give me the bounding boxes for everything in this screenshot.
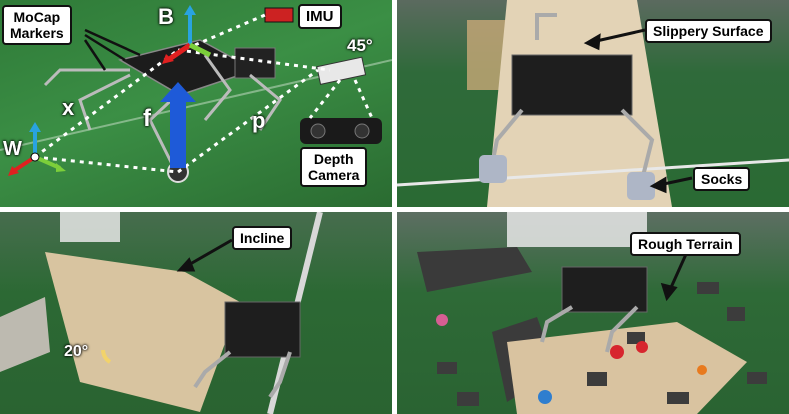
slippery-surface-label: Slippery Surface bbox=[645, 19, 772, 44]
vector-f-label: f bbox=[143, 105, 151, 132]
panel-incline: Incline 20° bbox=[0, 212, 392, 414]
frame-b-label: B bbox=[158, 4, 174, 29]
support-blocks bbox=[0, 297, 50, 372]
vector-x-label: x bbox=[62, 95, 75, 120]
incline-board bbox=[45, 252, 240, 412]
w-frame-x-axis bbox=[10, 155, 37, 174]
vector-p-label: p bbox=[252, 108, 266, 133]
depth-label-line1: Depth bbox=[313, 151, 354, 167]
sock-left bbox=[479, 155, 507, 183]
robot-scene-3 bbox=[0, 212, 323, 414]
depth-camera-device bbox=[316, 56, 367, 85]
robot-scene-4 bbox=[417, 212, 767, 414]
mocap-markers-label: MoCap Markers bbox=[2, 5, 72, 46]
imu-label: IMU bbox=[298, 4, 342, 30]
foam-pad-left bbox=[417, 247, 532, 292]
mocap-label-line1: MoCap bbox=[13, 9, 61, 25]
panel-slippery-surface: Slippery Surface Socks bbox=[397, 0, 789, 207]
w-frame-y-axis bbox=[34, 155, 61, 170]
rough-blocks bbox=[437, 282, 767, 406]
depth-label-line2: Camera bbox=[308, 167, 360, 184]
robot-scene-2 bbox=[397, 0, 789, 207]
imu-device bbox=[264, 7, 294, 23]
panel-robot-frames: MoCap Markers IMU Depth Camera 45° B W x… bbox=[0, 0, 392, 207]
b-frame-y-axis bbox=[188, 42, 212, 58]
robot-scene-1 bbox=[0, 5, 392, 183]
incline-label: Incline bbox=[232, 226, 293, 251]
sock-right bbox=[627, 172, 655, 200]
force-vector bbox=[170, 100, 186, 168]
mocap-label-line2: Markers bbox=[10, 25, 64, 42]
b-frame-x-axis bbox=[166, 42, 192, 63]
depth-camera-label: Depth Camera bbox=[300, 147, 368, 188]
panel-rough-terrain: Rough Terrain bbox=[397, 212, 789, 414]
robot-body bbox=[511, 54, 633, 116]
rough-board bbox=[507, 322, 747, 414]
frame-w-label: W bbox=[3, 138, 22, 160]
incline-angle-text: 20° bbox=[64, 343, 89, 360]
robot-body bbox=[561, 266, 648, 313]
rough-terrain-label: Rough Terrain bbox=[630, 232, 741, 257]
robot-body bbox=[224, 301, 301, 358]
camera-angle-text: 45° bbox=[347, 36, 373, 55]
socks-label: Socks bbox=[693, 167, 751, 192]
